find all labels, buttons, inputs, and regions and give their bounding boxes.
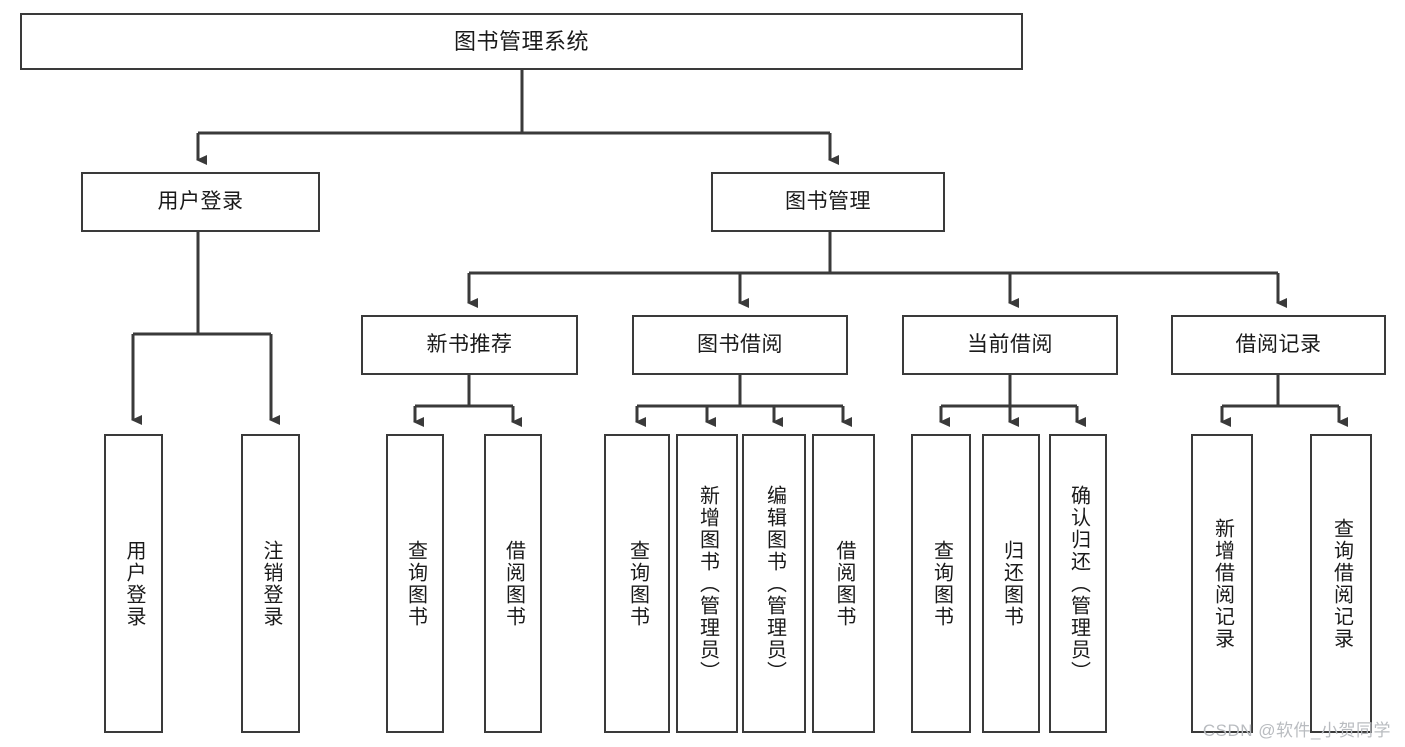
node-root-book-management-system[interactable]: 图书管理系统 [20,13,1023,70]
node-label: 图书借阅 [697,332,783,356]
node-label: 借阅记录 [1235,332,1322,356]
node-label: 用户登录 [123,539,145,628]
node-label: 借阅图书 [502,539,525,628]
node-label: 确认归还（管理员） [1067,484,1090,683]
node-label: 用户登录 [157,189,244,213]
node-borrow-record[interactable]: 借阅记录 [1171,315,1386,375]
node-user-login[interactable]: 用户登录 [81,172,320,232]
node-label: 归还图书 [1000,539,1023,628]
node-label: 查询图书 [404,539,427,628]
leaf-borrow-book-recommend[interactable]: 借阅图书 [484,434,542,733]
node-label: 新增图书（管理员） [696,484,719,683]
leaf-query-book-recommend[interactable]: 查询图书 [386,434,444,733]
leaf-query-book-borrow[interactable]: 查询图书 [604,434,670,733]
node-current-borrow[interactable]: 当前借阅 [902,315,1118,375]
node-label: 图书管理系统 [453,28,589,54]
node-label: 查询图书 [930,539,953,628]
leaf-confirm-return-admin[interactable]: 确认归还（管理员） [1049,434,1107,733]
node-new-book-recommend[interactable]: 新书推荐 [361,315,578,375]
node-label: 编辑图书（管理员） [763,484,786,683]
node-book-management[interactable]: 图书管理 [711,172,945,232]
leaf-user-login[interactable]: 用户登录 [104,434,163,733]
leaf-borrow-book-borrow[interactable]: 借阅图书 [812,434,875,733]
leaf-edit-book-admin[interactable]: 编辑图书（管理员） [742,434,806,733]
leaf-logout-login[interactable]: 注销登录 [241,434,300,733]
node-label: 新书推荐 [426,332,513,356]
watermark: CSDN @软件_小贺同学 [1202,721,1391,740]
node-label: 图书管理 [785,189,871,213]
node-label: 新增借阅记录 [1211,517,1234,650]
leaf-return-book[interactable]: 归还图书 [982,434,1040,733]
node-label: 查询借阅记录 [1330,517,1353,650]
node-label: 借阅图书 [833,539,855,628]
node-label: 查询图书 [626,539,649,628]
leaf-query-borrow-record[interactable]: 查询借阅记录 [1310,434,1372,733]
node-label: 当前借阅 [967,332,1053,356]
leaf-add-borrow-record[interactable]: 新增借阅记录 [1191,434,1253,733]
node-label: 注销登录 [260,539,282,628]
leaf-query-book-current[interactable]: 查询图书 [911,434,971,733]
leaf-add-book-admin[interactable]: 新增图书（管理员） [676,434,738,733]
node-book-borrow[interactable]: 图书借阅 [632,315,848,375]
